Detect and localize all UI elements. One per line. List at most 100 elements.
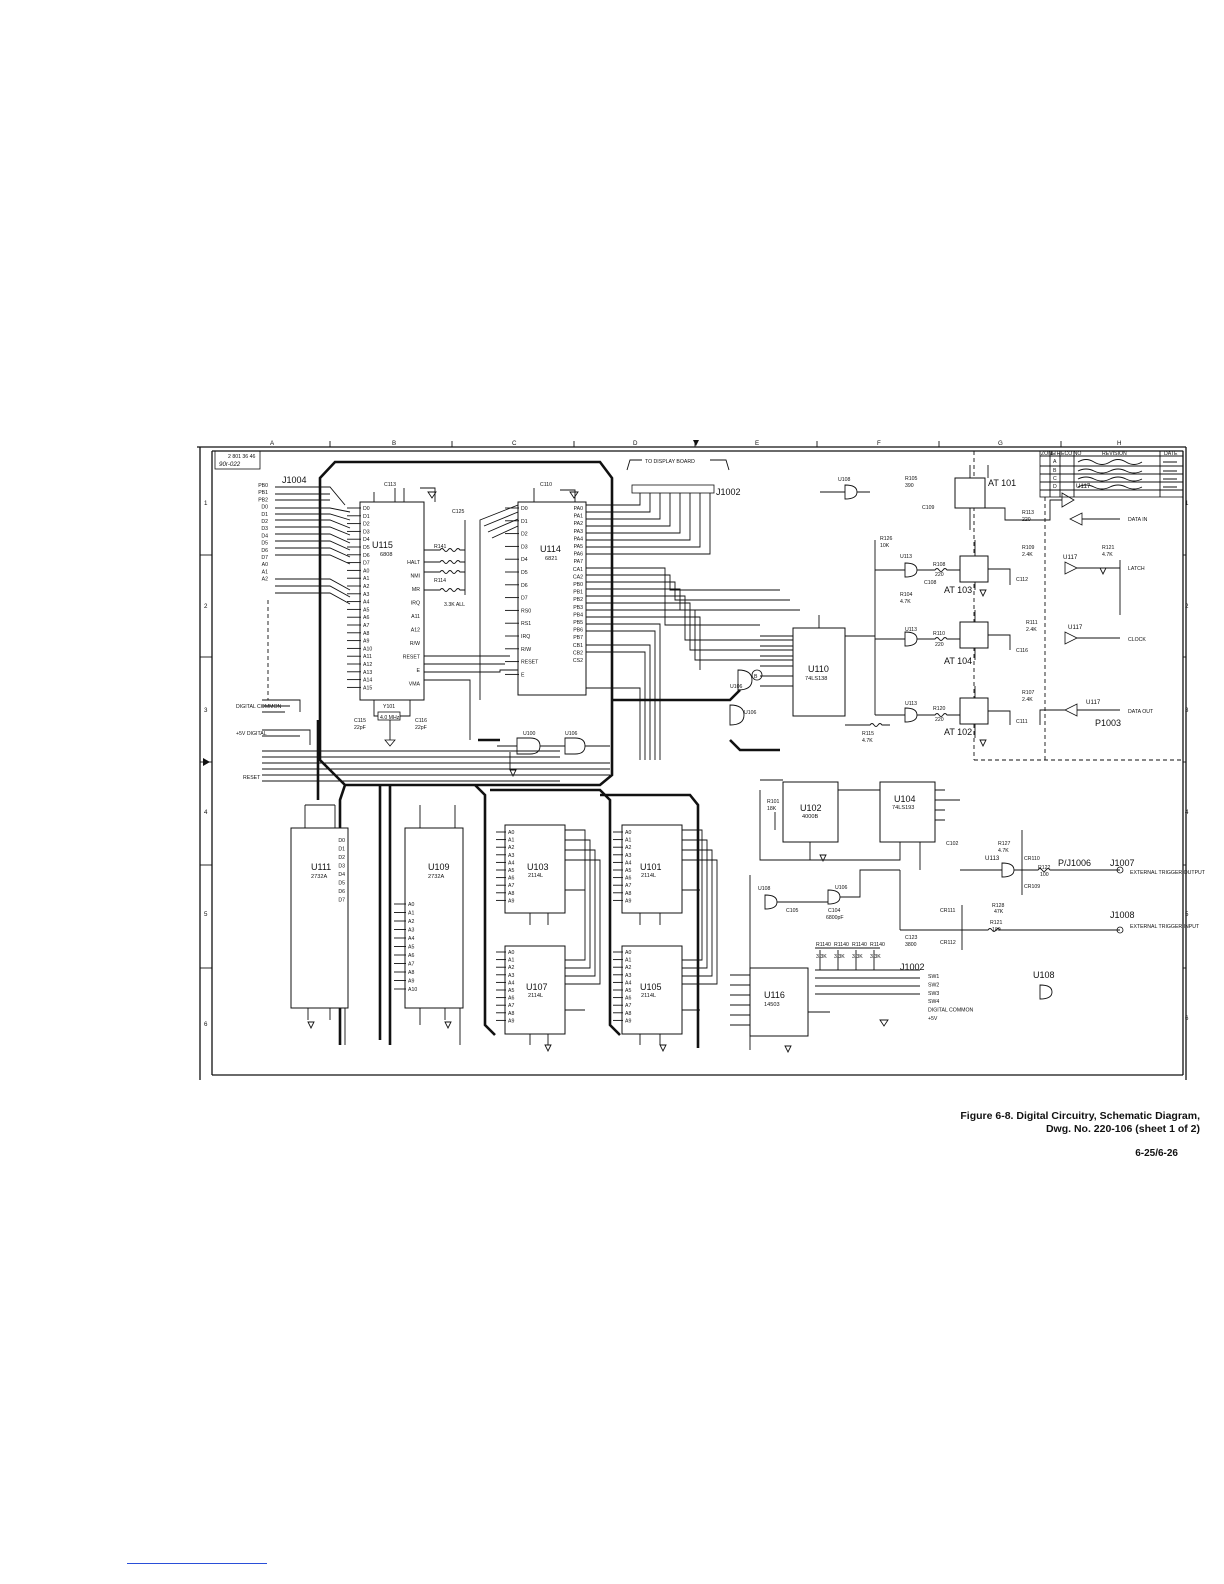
u115-pin-23: A15 [363,685,372,691]
u115-rpin-5: A12 [411,628,420,634]
r104-label: R104 [900,592,913,598]
u115-pin-3: D3 [363,529,370,535]
u105-addr-9: A9 [625,1018,631,1024]
u113d-label: U113 [985,855,1000,862]
u117d-label: U117 [1086,699,1101,706]
cr111-label: CR111 [940,908,955,914]
u103-addr-3: A3 [508,853,514,859]
u115-rpin-6: R/W [410,641,420,647]
u115-rpin-2: MR [412,587,420,593]
u115-pin-13: A5 [363,607,369,613]
j1002-pin-0: SW1 [928,974,939,980]
c116-label: C116 [415,718,427,724]
to-display-board: TO DISPLAY BOARD J1002 [586,459,741,555]
u115-pin-16: A8 [363,631,369,637]
u115-rpin-0: HALT [407,560,421,566]
u115-rpin-7: RESET [403,655,421,661]
u105-addr-1: A1 [625,958,631,964]
u114-lpin-1: D1 [521,519,528,525]
u117-buffers: U117 U117 U117 U117 R113 220 R109 2.4K R… [1016,483,1121,725]
at104-box [959,621,989,649]
u114-lpin-4: D4 [521,557,528,563]
u114-lpin-0: D0 [521,506,528,512]
figure-caption-line-2: Dwg. No. 220-106 (sheet 1 of 2) [1045,1123,1200,1135]
r114-label: R114 [434,578,446,584]
u115-pin-10: A2 [363,584,369,590]
j1002-top-label: J1002 [716,487,741,497]
u115-pin-20: A12 [363,662,372,668]
u113-gates: U113 U113 U113 R108 220 R110 220 R120 22… [845,476,960,723]
j1002-pin-2: SW3 [928,991,939,997]
r105-value: 390 [905,483,914,489]
u115-pin-18: A10 [363,646,372,652]
c105-label: C105 [786,908,799,914]
u106b-gate [729,704,745,726]
u114-part: 6821 [545,556,557,562]
j1004-pin-11: A0 [262,562,268,568]
u115-rpin-9: VMA [409,682,421,688]
u101-addr-0: A0 [625,830,631,836]
u114-rpin-9: CA2 [573,574,583,580]
u114-name: U114 [540,544,561,554]
u106b-label: U106 [744,710,757,716]
zone-col-b: B [392,440,396,447]
c116b-label: C116 [1016,648,1028,654]
ext-trigger-out-label: EXTERNAL TRIGGER OUTPUT [1130,870,1206,876]
p1006-label: P/J1006 [1058,858,1091,868]
u114-lpin-5: D5 [521,570,528,576]
u111-data-4: D4 [338,872,345,878]
j1002-pin-1: SW2 [928,982,939,988]
u115-pin-15: A7 [363,623,369,629]
u101-addr-3: A3 [625,853,631,859]
r113-value: 220 [1022,517,1031,523]
u117b-label: U117 [1063,554,1078,561]
rev-col-eco: ECO NO [1061,451,1081,457]
u106-b-bubble [751,669,763,681]
j1004-pin-6: D3 [261,526,268,532]
u114-lpin-3: D3 [521,544,528,550]
to-display-board-label: TO DISPLAY BOARD [645,459,695,465]
u114-rpin-18: CB1 [573,643,583,649]
drawing-stamp: 2 801 36 46 90r-022 [214,450,261,470]
r107-label: R107 [1022,690,1035,696]
j1004-pin-5: D2 [261,519,268,525]
clock-label: CLOCK [1128,637,1146,643]
u113b-label: U113 [905,627,917,633]
u105-part: 2114L [641,993,656,999]
u101-addr-8: A8 [625,891,631,897]
u114-rpin-0: PA0 [574,506,584,512]
r101-value: 18K [767,806,777,812]
u114-lpin-12: RESET [521,660,539,666]
u105-addr-0: A0 [625,950,631,956]
u117c-label: U117 [1068,624,1083,631]
c123-value: 3800 [905,942,917,948]
u107-addr-8: A8 [508,1011,514,1017]
u103-addr-6: A6 [508,876,514,882]
u104-part: 74LS193 [892,805,914,811]
u108a-gate [844,484,858,500]
u110-name: U110 [808,664,829,674]
u115-pin-22: A14 [363,678,372,684]
u102-name: U102 [800,803,822,813]
u101-addr-4: A4 [625,860,631,866]
u107-addr-5: A5 [508,988,514,994]
zone-row-1-right: 1 [1185,500,1189,507]
at104-label: AT 104 [944,656,972,666]
u106c-gate [564,737,586,755]
u100-gate [516,737,541,755]
latch-label: LATCH [1128,566,1145,572]
u107-addr-2: A2 [508,965,514,971]
revision-block: ZONE LTR ECO NO REVISION DATE A B C D [1039,450,1184,498]
u105-addr-8: A8 [625,1011,631,1017]
u115-pin-6: D6 [363,553,370,559]
zone-row-6: 6 [204,1021,208,1028]
j1004-pin-1: PB1 [258,490,268,496]
r122-value: 100 [1040,872,1049,878]
j1004-pin-3: D0 [261,505,268,511]
c115-value: 22pF [354,725,366,731]
zone-col-a: A [270,440,275,447]
r104-value: 4.7K [900,599,911,605]
